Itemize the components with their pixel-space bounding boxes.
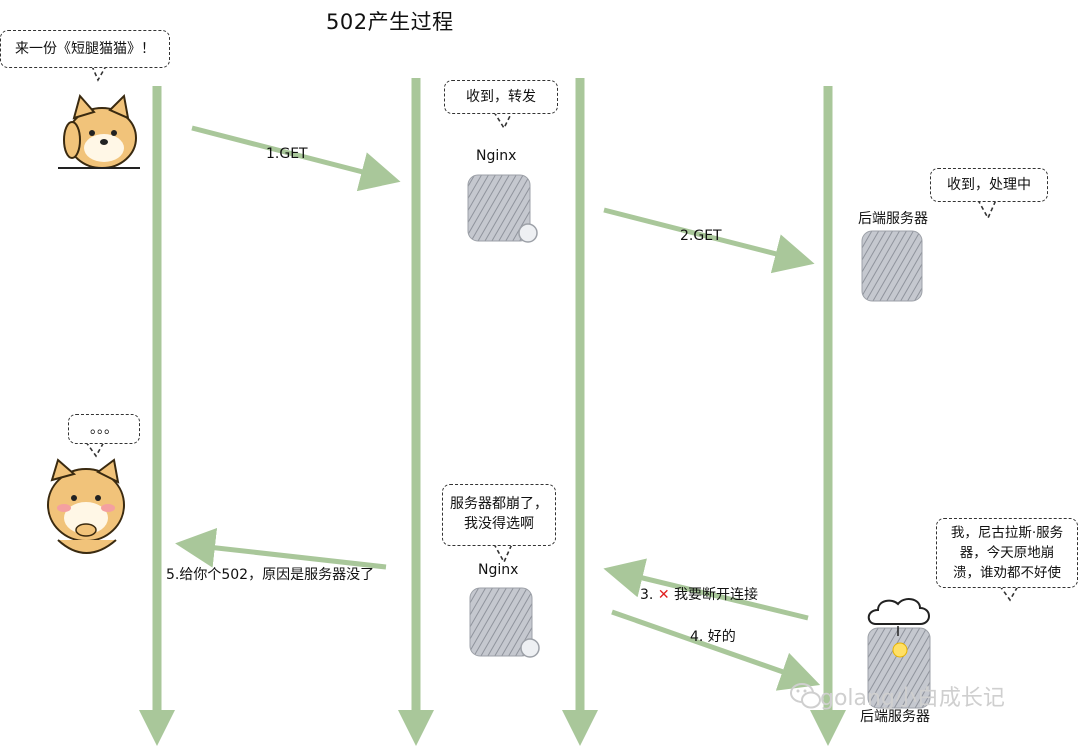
- arrow-label-step3-number: 3.: [640, 587, 654, 603]
- bubble-backend-crash: 我，尼古拉斯·服务 器，今天原地崩 溃，谁劝都不好使: [936, 518, 1078, 588]
- wechat-icon: [790, 683, 821, 709]
- storm-cloud-icon: [867, 598, 930, 636]
- arrow-label-step1: 1.GET: [266, 146, 308, 162]
- bubble-backend-crash-line2: 器，今天原地崩: [959, 545, 1055, 561]
- arrow-step1: [191, 125, 401, 192]
- nginx-server-bottom: [469, 587, 540, 658]
- node-label-backend-bottom: 后端服务器: [860, 709, 930, 725]
- arrow-label-step4: 4. 好的: [690, 629, 736, 645]
- bubble-nginx-received: 收到，转发: [444, 80, 558, 114]
- bubble-user-waiting-text: 。。。: [90, 421, 118, 437]
- arrow-label-step3: 3. ✕ 我要断开连接: [640, 584, 758, 604]
- node-label-nginx-top: Nginx: [476, 148, 517, 164]
- watermark: golang小白成长记: [820, 686, 1005, 711]
- arrow-label-step2: 2.GET: [680, 228, 722, 244]
- bubble-user-waiting: 。。。: [68, 414, 140, 444]
- arrow-step5: [175, 527, 387, 570]
- bubble-nginx-no-choice-line1: 服务器都崩了，: [450, 496, 548, 512]
- error-x-icon: ✕: [657, 587, 670, 603]
- bubble-backend-crash-line3: 溃，谁劝都不好使: [953, 565, 1061, 581]
- arrow-step3: [603, 558, 809, 621]
- bubble-nginx-no-choice-line2: 我没得选啊: [464, 516, 534, 532]
- bubble-nginx-received-text: 收到，转发: [466, 89, 536, 105]
- doge-waving-icon: [58, 93, 140, 169]
- backend-server-top: [861, 230, 923, 302]
- bubble-backend-processing: 收到，处理中: [930, 168, 1048, 202]
- bubble-tails: [85, 65, 1019, 602]
- nginx-server-top: [467, 174, 538, 243]
- bubble-backend-crash-line1: 我，尼古拉斯·服务: [950, 525, 1064, 541]
- arrow-step4: [611, 609, 821, 691]
- spark-icon: [892, 642, 908, 658]
- backend-server-bottom: [867, 627, 931, 709]
- node-label-backend-top: 后端服务器: [858, 211, 928, 227]
- bubble-user-request: 来一份《短腿猫猫》！: [0, 30, 170, 68]
- arrow-step2: [603, 207, 815, 274]
- page-title: 502产生过程: [326, 10, 454, 34]
- bubble-nginx-no-choice: 服务器都崩了， 我没得选啊: [442, 484, 556, 546]
- node-label-nginx-bottom: Nginx: [478, 562, 519, 578]
- doge-worried-icon: [47, 458, 125, 554]
- bubble-user-request-text: 来一份《短腿猫猫》！: [15, 41, 155, 57]
- lifelines: [139, 78, 846, 746]
- arrow-label-step3-text: 我要断开连接: [674, 587, 758, 603]
- messages: [175, 125, 821, 691]
- arrow-label-step5: 5.给你个502，原因是服务器没了: [166, 567, 375, 583]
- bubble-backend-processing-text: 收到，处理中: [947, 177, 1031, 193]
